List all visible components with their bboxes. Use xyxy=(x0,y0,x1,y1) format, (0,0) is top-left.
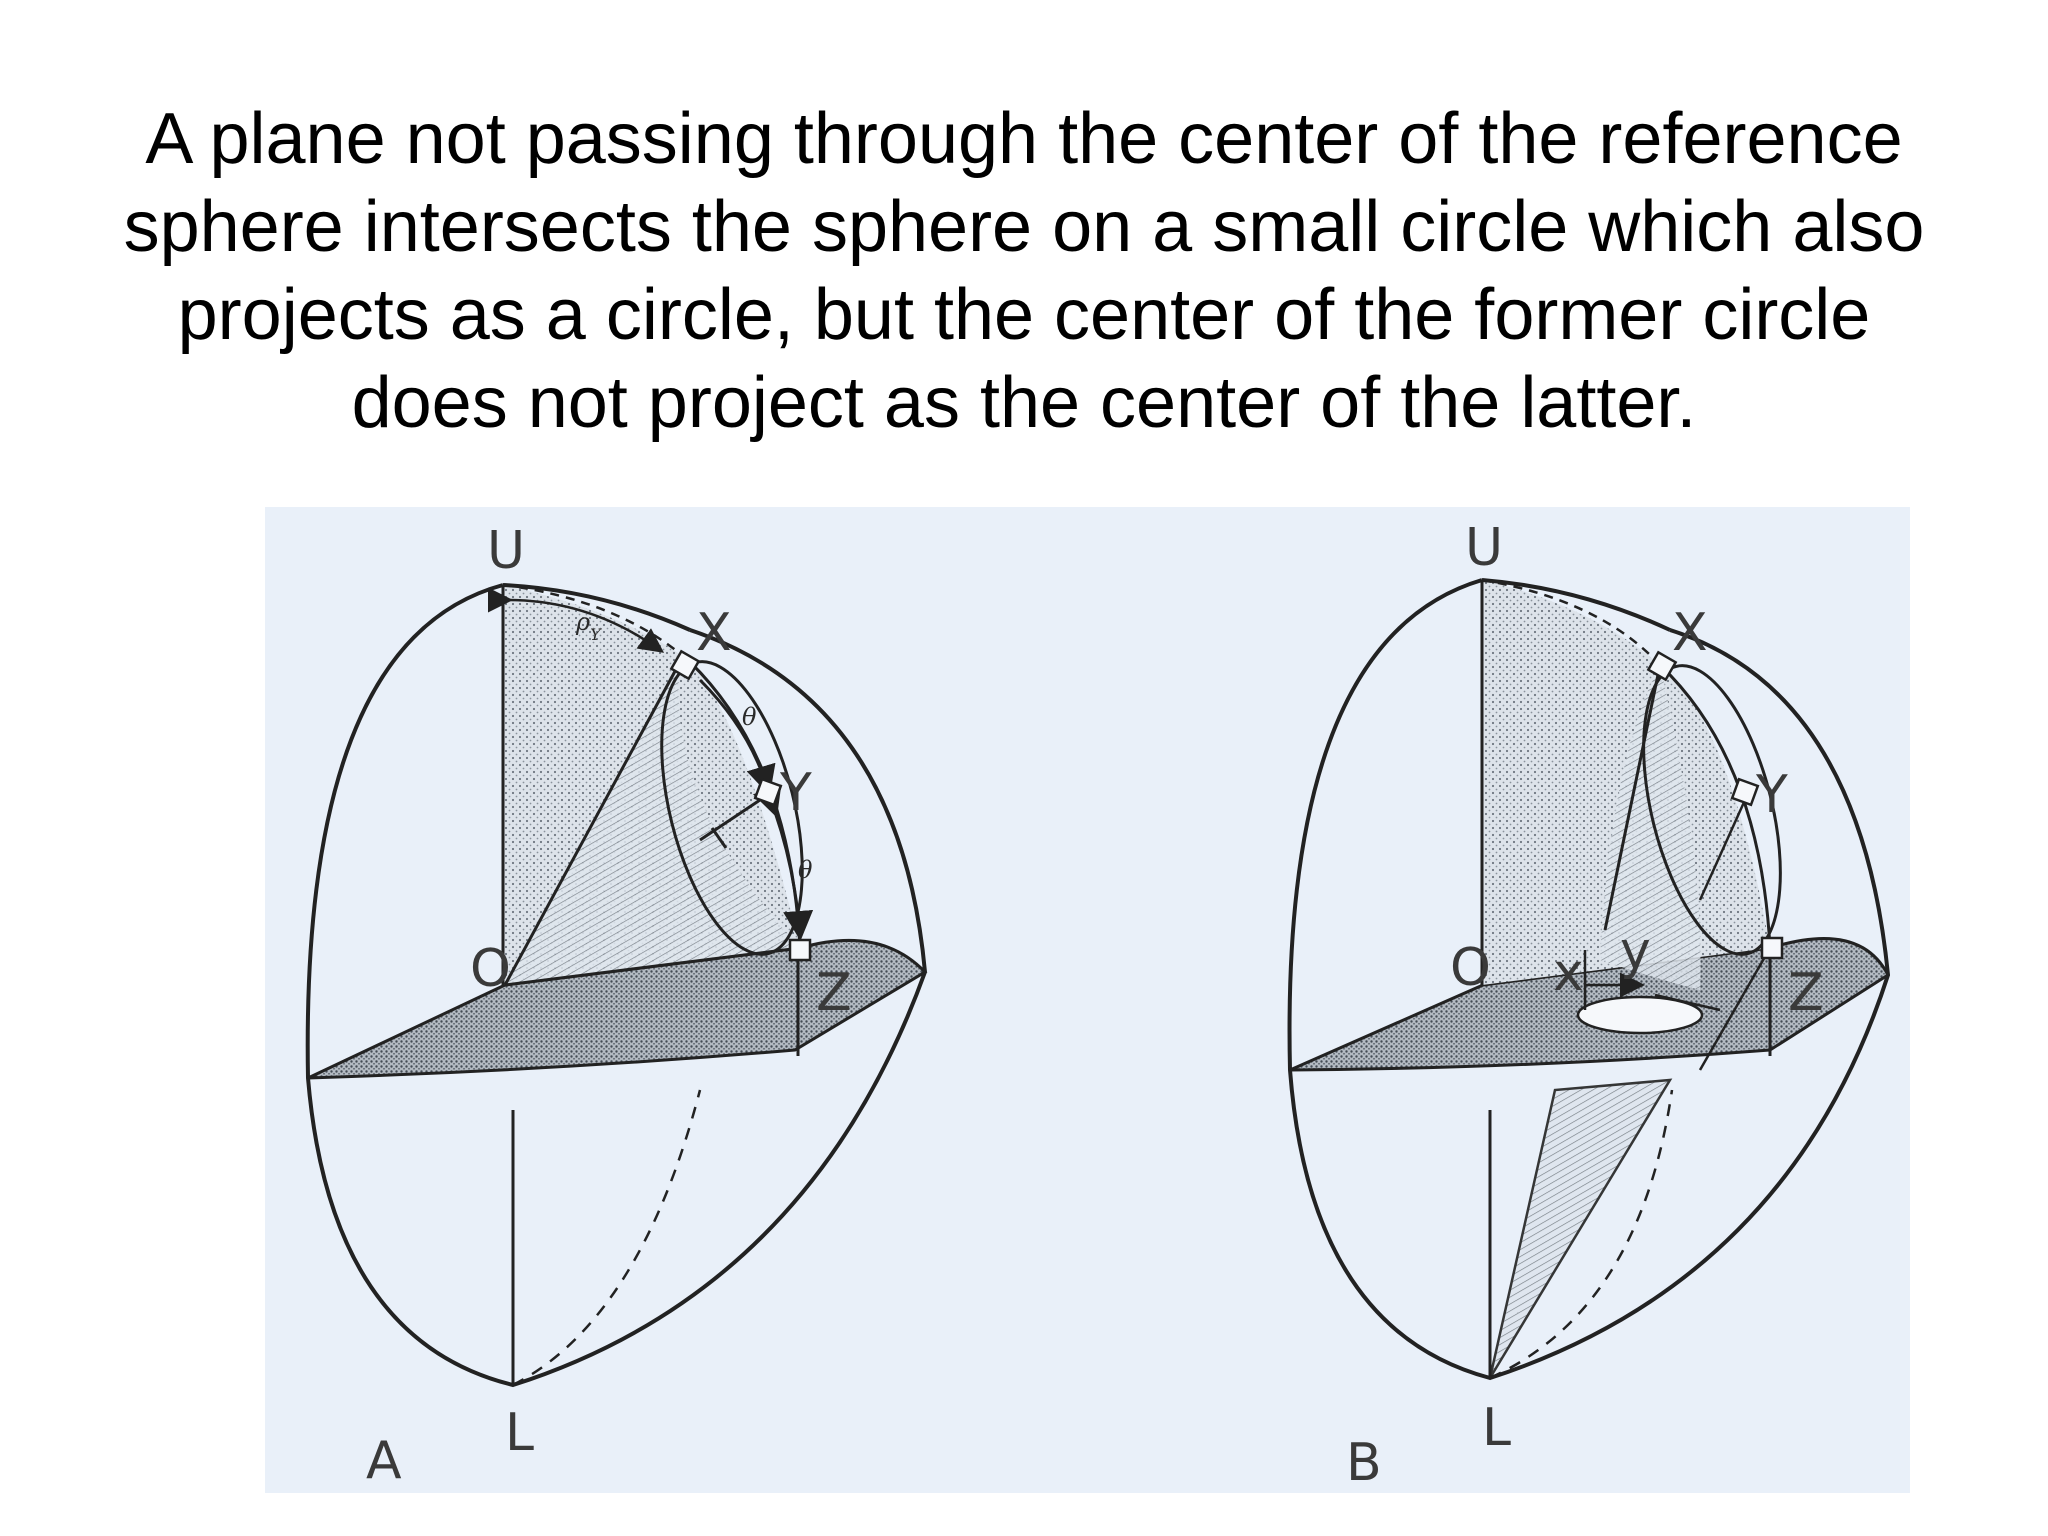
panel-a-label-u: U xyxy=(487,521,525,581)
panel-b-point-x xyxy=(1646,650,1678,682)
figure-panel: U O L X Y Z ρY θ θ A xyxy=(265,507,1910,1493)
panel-b-point-z xyxy=(1760,936,1784,960)
panel-b-label-y: Y xyxy=(1755,765,1788,825)
panel-a-point-z xyxy=(788,938,812,962)
panel-a-equatorial-plane xyxy=(307,938,928,1080)
panel-b-point-y xyxy=(1730,777,1760,807)
title-line-4: does not project as the center of the la… xyxy=(351,363,1697,443)
panel-b-small-circle xyxy=(1642,664,1782,956)
panel-b-label-u: U xyxy=(1465,518,1503,578)
panel-b-lower-cone xyxy=(1488,1078,1673,1379)
panel-b-label-z: Z xyxy=(1788,963,1824,1023)
panel-a-label-theta-1: θ xyxy=(742,703,757,731)
panel-a: U O L X Y Z ρY θ θ A xyxy=(305,521,928,1491)
panel-a-label-rho: ρY xyxy=(575,608,602,644)
panel-a-label-y: Y xyxy=(779,763,812,823)
panel-a-label-theta-2: θ xyxy=(798,856,813,884)
panel-b-caption: B xyxy=(1346,1433,1382,1493)
panel-a-label-l: L xyxy=(505,1403,534,1463)
panel-a-label-o: O xyxy=(470,939,511,999)
sphere-projection-diagram: U O L X Y Z ρY θ θ A xyxy=(305,518,1891,1493)
title-line-1: A plane not passing through the center o… xyxy=(145,99,1903,179)
panel-b-label-o: O xyxy=(1450,938,1491,998)
panel-a-cone xyxy=(505,662,800,985)
panel-b: U O L X Y Z x y B xyxy=(1287,518,1891,1493)
panel-a-point-y xyxy=(753,777,783,807)
panel-b-label-x: X xyxy=(1672,603,1708,663)
panel-b-label-x-small: x xyxy=(1553,943,1584,1003)
panel-a-label-x: X xyxy=(696,603,732,663)
panel-a-caption: A xyxy=(366,1431,402,1491)
panel-a-label-z: Z xyxy=(816,963,852,1023)
panel-a-point-x xyxy=(669,649,701,681)
slide-title: A plane not passing through the center o… xyxy=(0,95,2048,447)
title-line-2: sphere intersects the sphere on a small … xyxy=(123,187,1925,267)
panel-b-label-y-small: y xyxy=(1620,921,1651,981)
panel-b-label-l: L xyxy=(1482,1398,1511,1458)
title-line-3: projects as a circle, but the center of … xyxy=(177,275,1871,355)
panel-b-upper-cone xyxy=(1600,665,1701,990)
